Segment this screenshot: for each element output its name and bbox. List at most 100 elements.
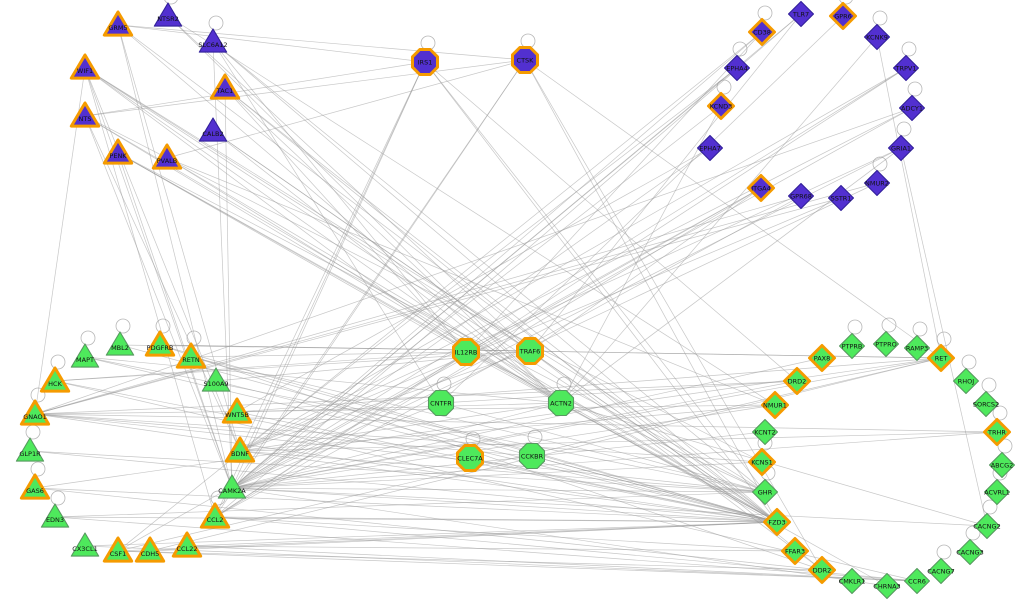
node-HCK[interactable]	[39, 366, 71, 393]
node-NTS[interactable]	[69, 101, 101, 128]
node-RHOJ[interactable]	[952, 367, 980, 395]
edge	[214, 13, 802, 518]
node-CACNG3[interactable]	[956, 538, 984, 566]
edge	[190, 356, 778, 523]
node-GRM5[interactable]	[102, 10, 134, 37]
node-GAS6[interactable]	[19, 473, 51, 500]
node-EPHA7[interactable]	[696, 134, 724, 162]
node-GHR[interactable]	[751, 478, 779, 506]
node-TAC1[interactable]	[209, 73, 241, 100]
node-BDNF[interactable]	[224, 436, 256, 463]
node-PTPRO[interactable]	[872, 330, 900, 358]
node-IL12RB[interactable]	[452, 338, 480, 366]
node-ADCY1[interactable]	[898, 94, 926, 122]
node-ACVRL1[interactable]	[983, 478, 1011, 506]
edge	[186, 521, 778, 547]
edge	[440, 15, 844, 404]
node-CALB2[interactable]	[198, 117, 228, 142]
edge	[84, 356, 562, 404]
edge	[529, 187, 762, 352]
node-CACNG2[interactable]	[973, 512, 1001, 540]
node-ITGA4[interactable]	[747, 174, 775, 202]
edge	[34, 380, 798, 415]
self-loop	[896, 121, 912, 137]
edge	[529, 350, 778, 523]
node-CLEC7A[interactable]	[456, 444, 484, 472]
edge	[239, 431, 998, 452]
node-MBL2[interactable]	[105, 331, 135, 356]
node-DRD2[interactable]	[783, 367, 811, 395]
node-PTPRB[interactable]	[838, 332, 866, 360]
node-CX3CL1[interactable]	[70, 532, 100, 557]
edge	[84, 115, 778, 523]
self-loop	[912, 321, 928, 337]
edge	[34, 413, 998, 433]
node-KCNK9[interactable]	[863, 23, 891, 51]
node-WNT5B[interactable]	[221, 397, 253, 424]
node-CCL2[interactable]	[199, 502, 231, 529]
node-CCL22[interactable]	[171, 531, 203, 558]
node-PVALB[interactable]	[151, 143, 183, 170]
node-PAX8[interactable]	[808, 344, 836, 372]
node-S100A9[interactable]	[201, 367, 231, 392]
node-NMUR1[interactable]	[761, 391, 789, 419]
node-CNTFR[interactable]	[427, 389, 455, 417]
node-CAMK2A[interactable]	[217, 474, 247, 499]
node-CCKBR[interactable]	[518, 442, 546, 470]
node-CTSK[interactable]	[511, 46, 539, 74]
node-GPR6[interactable]	[829, 2, 857, 30]
node-KCND3[interactable]	[707, 92, 735, 120]
node-GLP1R[interactable]	[15, 437, 45, 462]
node-GPR68[interactable]	[787, 182, 815, 210]
edge	[84, 67, 766, 493]
node-NTSR2[interactable]	[153, 2, 183, 27]
node-ACTN2[interactable]	[547, 389, 575, 417]
node-CSF1[interactable]	[102, 536, 134, 563]
node-TRPV1[interactable]	[892, 54, 920, 82]
node-TRAF6[interactable]	[516, 337, 544, 365]
node-CHRNA3[interactable]	[873, 572, 901, 600]
node-GRIA1[interactable]	[887, 134, 915, 162]
node-EPHA4[interactable]	[723, 54, 751, 82]
node-SSTR1[interactable]	[827, 184, 855, 212]
edge	[117, 31, 763, 552]
edge	[149, 357, 942, 552]
node-RET[interactable]	[927, 344, 955, 372]
node-SORCS2[interactable]	[972, 390, 1000, 418]
node-IRS1[interactable]	[411, 48, 439, 76]
node-CMKLR1[interactable]	[838, 567, 866, 595]
edge	[214, 351, 467, 518]
edge	[117, 24, 562, 404]
edge	[465, 187, 762, 353]
node-FFAR3[interactable]	[781, 537, 809, 565]
node-TLR7[interactable]	[787, 0, 815, 28]
node-PDGFRB[interactable]	[144, 330, 176, 357]
node-SLC6A12[interactable]	[198, 28, 228, 53]
node-KCNT2[interactable]	[751, 418, 779, 446]
node-ABCG2[interactable]	[988, 451, 1016, 479]
node-CD38[interactable]	[748, 18, 776, 46]
self-loop	[186, 330, 202, 346]
node-RAMP3[interactable]	[903, 334, 931, 362]
node-MAPT[interactable]	[70, 343, 100, 368]
node-CCR6[interactable]	[903, 567, 931, 595]
node-WIF1[interactable]	[69, 53, 101, 80]
self-loop	[847, 319, 863, 335]
edge	[214, 195, 802, 518]
self-loop	[155, 318, 171, 334]
node-TRHR[interactable]	[983, 418, 1011, 446]
self-loop	[50, 490, 66, 506]
node-PENK[interactable]	[102, 138, 134, 165]
node-DDR2[interactable]	[808, 556, 836, 584]
edge	[212, 41, 778, 523]
node-RETN[interactable]	[175, 342, 207, 369]
node-NMUR2[interactable]	[863, 169, 891, 197]
node-EDN3[interactable]	[40, 503, 70, 528]
node-GNAO1[interactable]	[19, 399, 51, 426]
node-FZD3[interactable]	[763, 508, 791, 536]
self-loop	[520, 33, 536, 49]
node-KCNS1[interactable]	[748, 448, 776, 476]
node-CACNG7[interactable]	[927, 557, 955, 585]
node-CDH5[interactable]	[134, 536, 166, 563]
